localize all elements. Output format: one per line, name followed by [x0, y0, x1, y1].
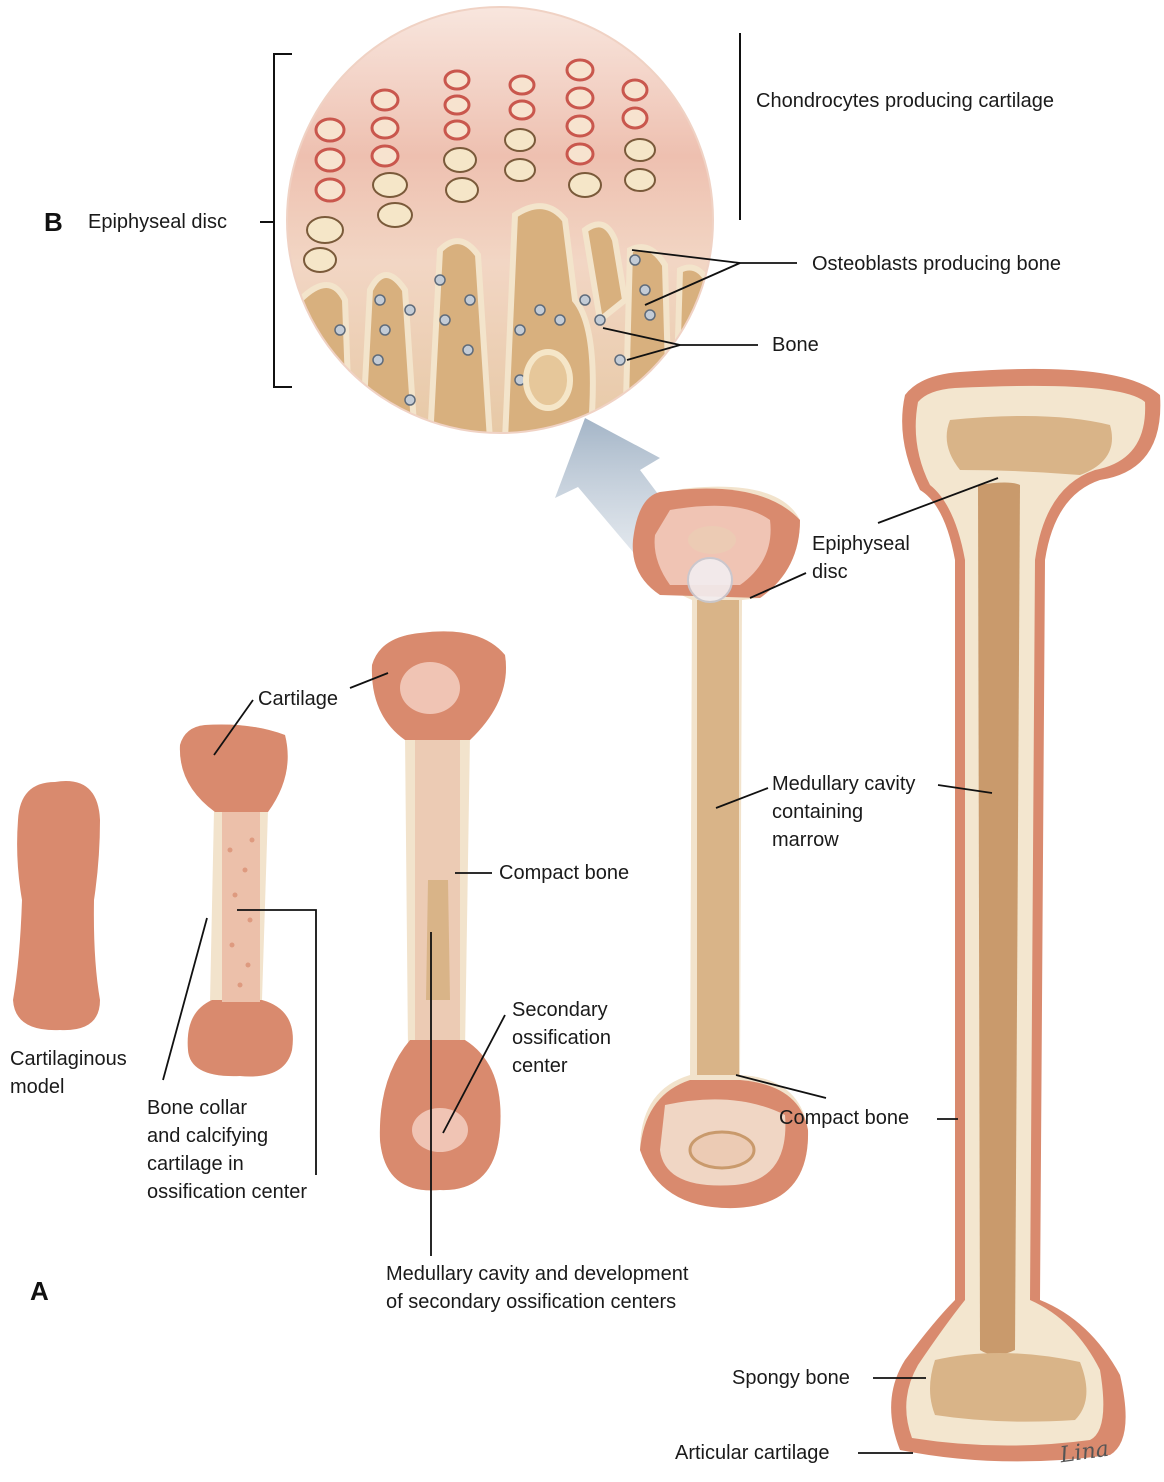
- compact-bone-2-label: Compact bone: [779, 1104, 909, 1132]
- epiphyseal-disc-label: Epiphyseal disc: [812, 530, 910, 586]
- bone-label: Bone: [772, 331, 819, 359]
- spongy-bone-label: Spongy bone: [732, 1364, 850, 1392]
- bone-collar-label: Bone collar and calcifying cartilage in …: [147, 1094, 307, 1206]
- chondrocytes-label: Chondrocytes producing cartilage: [756, 87, 1054, 115]
- cartilage-label: Cartilage: [258, 685, 338, 713]
- cartilaginous-model-label: Cartilaginous model: [10, 1045, 127, 1101]
- secondary-ossification-label: Secondary ossification center: [512, 996, 611, 1080]
- osteoblasts-label: Osteoblasts producing bone: [812, 250, 1061, 278]
- medullary-cavity-marrow-label: Medullary cavity containing marrow: [772, 770, 915, 854]
- compact-bone-1-label: Compact bone: [499, 859, 629, 887]
- secondary-ossification-stage: [372, 631, 506, 1190]
- panel-label-b: B: [44, 207, 63, 238]
- cartilaginous-model-shape: [13, 781, 100, 1030]
- epiphyseal-disc-magnified: [287, 7, 715, 440]
- epiphyseal-disc-b-label: Epiphyseal disc: [88, 208, 227, 236]
- panel-label-a: A: [30, 1276, 49, 1307]
- articular-cartilage-label: Articular cartilage: [675, 1439, 830, 1467]
- medullary-cavity-dev-label: Medullary cavity and development of seco…: [386, 1260, 688, 1316]
- bone-collar-stage: [180, 724, 293, 1076]
- mature-bone: [891, 369, 1160, 1461]
